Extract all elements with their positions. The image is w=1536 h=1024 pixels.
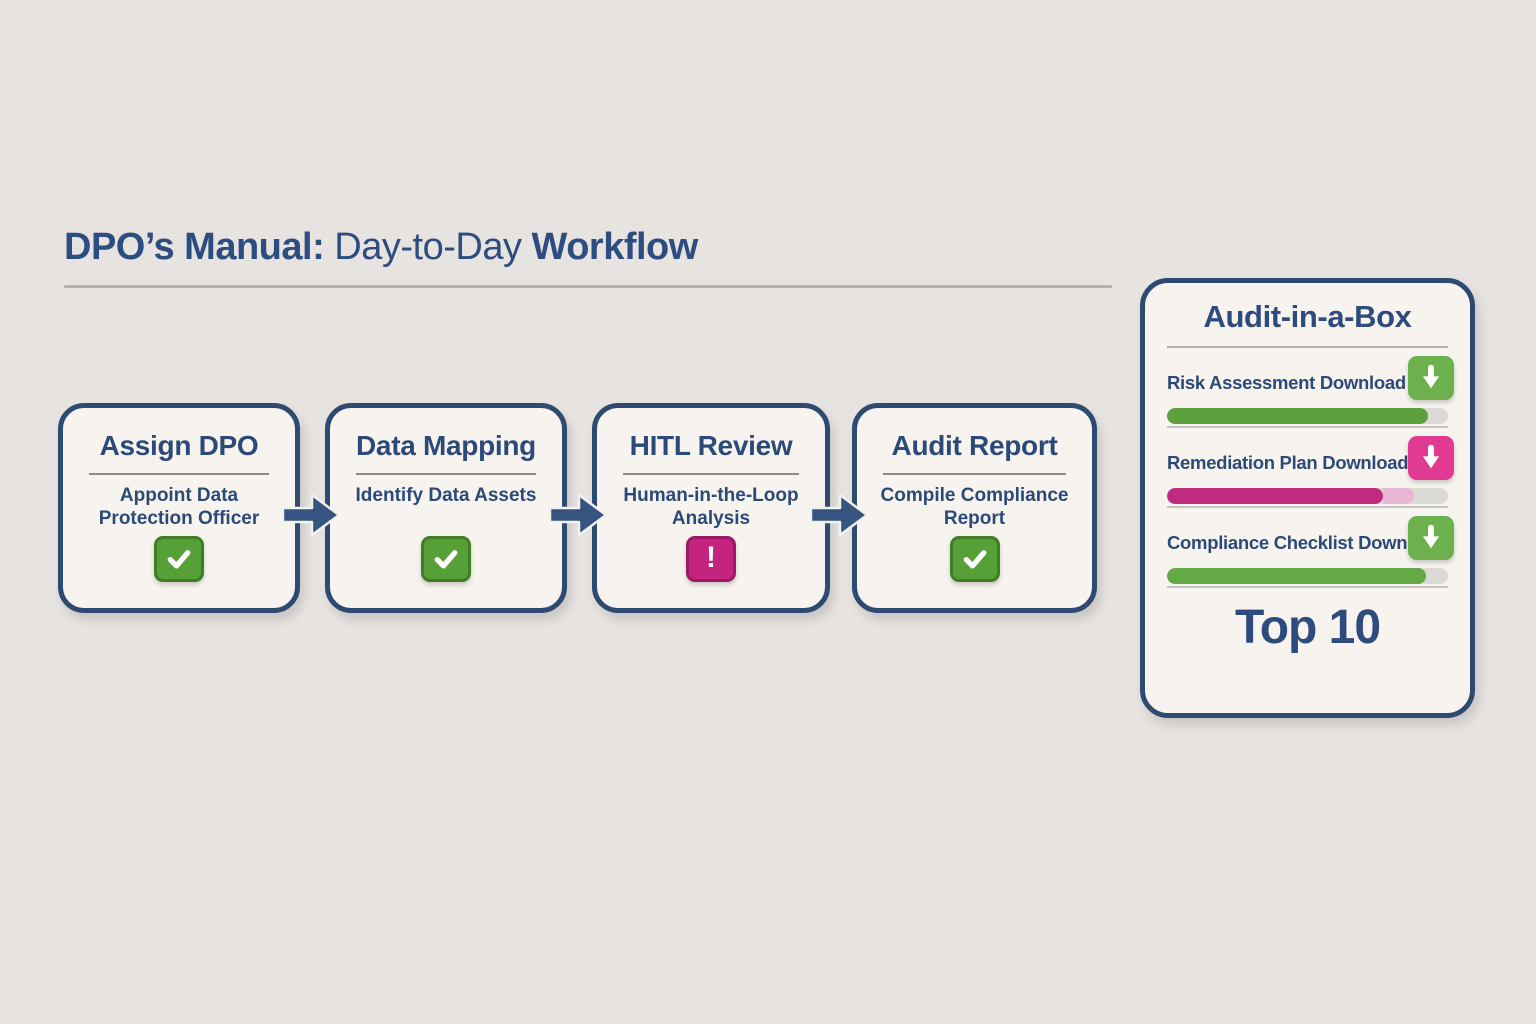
workflow-card-data-mapping: Data Mapping Identify Data Assets	[325, 403, 567, 613]
check-glyph	[963, 550, 986, 569]
card-subtitle: Compile Compliance Report	[880, 485, 1069, 530]
download-button[interactable]	[1408, 356, 1454, 400]
download-row-risk-assessment: Risk Assessment Download	[1167, 348, 1454, 426]
download-button[interactable]	[1408, 516, 1454, 560]
download-label: Remediation Plan Download	[1167, 452, 1409, 473]
download-row-compliance-checklist: Compliance Checklist Download	[1167, 508, 1454, 586]
download-arrow-icon	[1422, 524, 1440, 549]
download-button[interactable]	[1408, 436, 1454, 480]
page-title-segment: DPO’s Manual:	[64, 226, 325, 268]
card-title: Data Mapping	[356, 430, 536, 461]
audit-in-a-box-panel: Audit-in-a-Box Risk Assessment Download …	[1140, 278, 1475, 718]
card-divider	[883, 473, 1066, 475]
progress-fill	[1167, 568, 1426, 584]
alert-icon: !	[686, 536, 736, 582]
check-glyph	[434, 550, 458, 569]
progress-fill-secondary	[1383, 488, 1415, 504]
panel-divider	[1167, 586, 1448, 588]
progress-bar	[1167, 408, 1448, 424]
download-label: Risk Assessment Download	[1167, 372, 1406, 393]
card-subtitle: Identify Data Assets	[355, 485, 537, 506]
workflow-card-hitl-review: HITL Review Human-in-the-Loop Analysis !	[592, 403, 830, 613]
card-subtitle: Human-in-the-Loop Analysis	[623, 485, 799, 530]
check-glyph	[167, 550, 191, 569]
workflow-card-assign-dpo: Assign DPO Appoint Data Protection Offic…	[58, 403, 300, 613]
download-arrow-icon	[1422, 444, 1440, 469]
panel-divider	[1167, 346, 1448, 348]
check-icon	[949, 536, 1000, 582]
page-title-segment: Day-to-Day	[324, 226, 532, 268]
check-icon	[154, 536, 204, 582]
panel-title: Audit-in-a-Box	[1203, 299, 1412, 334]
card-subtitle: Appoint Data Protection Officer	[98, 485, 260, 530]
card-divider	[356, 473, 536, 475]
panel-footer-top-10: Top 10	[1234, 601, 1381, 654]
progress-bar	[1167, 488, 1448, 504]
page-title: DPO’s Manual: Day-to-Day Workflow	[64, 226, 698, 269]
arrow-right-icon	[549, 493, 608, 537]
progress-bar	[1167, 568, 1448, 584]
card-divider	[89, 473, 269, 475]
page-title-segment: Workflow	[531, 226, 699, 268]
card-divider	[623, 473, 799, 475]
download-row-remediation-plan: Remediation Plan Download	[1167, 428, 1454, 506]
card-title: HITL Review	[629, 430, 793, 461]
panel-divider	[1167, 426, 1448, 428]
arrow-right-icon	[810, 493, 869, 537]
workflow-card-audit-report: Audit Report Compile Compliance Report	[852, 403, 1097, 613]
card-title: Assign DPO	[99, 430, 259, 461]
arrow-right-icon	[282, 493, 341, 537]
progress-fill	[1167, 408, 1429, 424]
title-divider	[64, 285, 1112, 288]
panel-divider	[1167, 506, 1448, 508]
download-arrow-icon	[1422, 364, 1440, 389]
check-icon	[421, 536, 471, 582]
download-label: Compliance Checklist Download	[1167, 532, 1445, 553]
card-title: Audit Report	[891, 430, 1058, 461]
exclamation-glyph: !	[706, 541, 716, 574]
progress-fill	[1167, 488, 1384, 504]
